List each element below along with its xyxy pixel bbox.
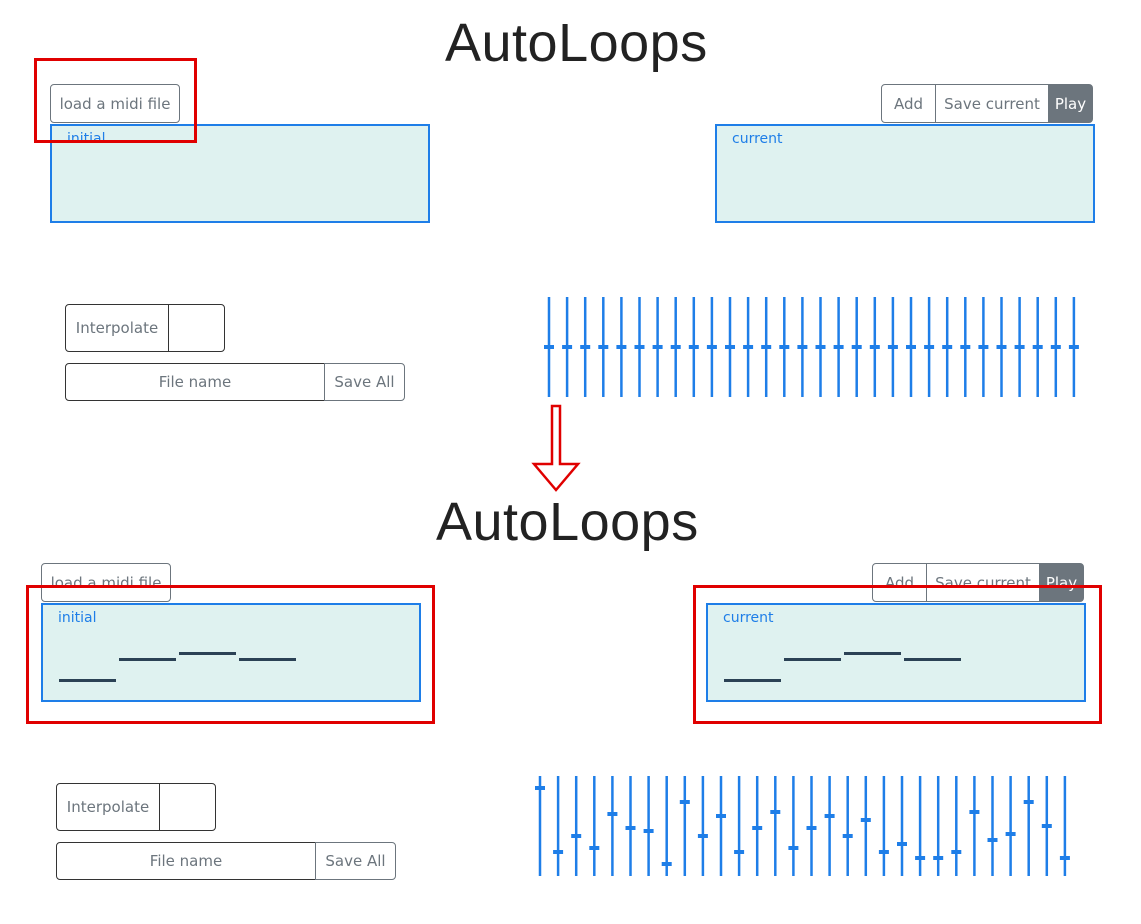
slider-thumb[interactable] bbox=[679, 800, 690, 804]
play-button[interactable]: Play bbox=[1048, 84, 1093, 123]
note-bar bbox=[179, 652, 236, 655]
slider-thumb[interactable] bbox=[670, 345, 681, 349]
note-bar bbox=[724, 679, 781, 682]
current-box-after: current bbox=[706, 603, 1086, 702]
slider-thumb[interactable] bbox=[960, 345, 971, 349]
slider-thumb[interactable] bbox=[951, 850, 962, 854]
slider-thumb[interactable] bbox=[752, 826, 763, 830]
note-bar bbox=[59, 679, 116, 682]
slider-thumb[interactable] bbox=[878, 850, 889, 854]
slider-thumb[interactable] bbox=[824, 814, 835, 818]
slider-thumb[interactable] bbox=[743, 345, 754, 349]
slider-thumb[interactable] bbox=[1050, 345, 1061, 349]
highlight-current-box bbox=[693, 585, 1102, 724]
save-all-button-after[interactable]: Save All bbox=[315, 842, 396, 880]
slider-thumb[interactable] bbox=[634, 345, 645, 349]
current-box: current bbox=[715, 124, 1095, 223]
slider-thumb[interactable] bbox=[697, 834, 708, 838]
slider-thumb[interactable] bbox=[725, 345, 735, 349]
highlight-initial-box bbox=[26, 585, 435, 724]
slider-thumb[interactable] bbox=[797, 345, 808, 349]
slider-thumb[interactable] bbox=[906, 345, 916, 349]
slider-thumb[interactable] bbox=[616, 345, 627, 349]
file-name-input[interactable]: File name bbox=[65, 363, 325, 401]
slider-thumb[interactable] bbox=[1041, 824, 1052, 828]
interpolate-label: Interpolate bbox=[66, 305, 169, 351]
slider-thumb[interactable] bbox=[1014, 345, 1025, 349]
slider-thumb[interactable] bbox=[625, 826, 636, 830]
slider-thumb[interactable] bbox=[969, 810, 980, 814]
slider-thumb[interactable] bbox=[1059, 856, 1070, 860]
slider-thumb[interactable] bbox=[544, 345, 554, 349]
app-title: AutoLoops bbox=[445, 13, 708, 73]
current-label-after: current bbox=[723, 610, 774, 626]
slider-thumb[interactable] bbox=[978, 345, 989, 349]
slider-thumb[interactable] bbox=[652, 345, 663, 349]
slider-thumb[interactable] bbox=[915, 856, 926, 860]
add-button[interactable]: Add bbox=[881, 84, 936, 123]
save-all-button[interactable]: Save All bbox=[324, 363, 405, 401]
slider-thumb[interactable] bbox=[788, 846, 799, 850]
highlight-load-button bbox=[34, 58, 197, 143]
slider-thumb[interactable] bbox=[706, 345, 717, 349]
slider-thumb[interactable] bbox=[571, 834, 582, 838]
slider-thumb[interactable] bbox=[887, 345, 898, 349]
file-name-input-after[interactable]: File name bbox=[56, 842, 316, 880]
slider-thumb[interactable] bbox=[716, 814, 726, 818]
slider-thumb[interactable] bbox=[851, 345, 862, 349]
slider-thumb[interactable] bbox=[1005, 832, 1016, 836]
slider-thumb[interactable] bbox=[1023, 800, 1034, 804]
slider-thumb[interactable] bbox=[942, 345, 953, 349]
slider-thumb[interactable] bbox=[535, 786, 545, 790]
save-current-button[interactable]: Save current bbox=[935, 84, 1049, 123]
slider-thumb[interactable] bbox=[815, 345, 826, 349]
slider-thumb[interactable] bbox=[553, 850, 564, 854]
slider-thumb[interactable] bbox=[607, 812, 618, 816]
initial-label: initial bbox=[67, 131, 106, 147]
current-label: current bbox=[732, 131, 783, 147]
note-bar bbox=[784, 658, 841, 661]
slider-thumb[interactable] bbox=[806, 826, 817, 830]
slider-thumb[interactable] bbox=[589, 846, 600, 850]
slider-thumb[interactable] bbox=[860, 818, 871, 822]
slider-thumb[interactable] bbox=[933, 856, 944, 860]
slider-thumb[interactable] bbox=[869, 345, 880, 349]
app-title-after: AutoLoops bbox=[436, 492, 699, 552]
latent-sliders-after[interactable] bbox=[531, 773, 1076, 879]
slider-thumb[interactable] bbox=[1032, 345, 1043, 349]
initial-label-after: initial bbox=[58, 610, 97, 626]
down-arrow-icon bbox=[531, 404, 581, 492]
note-bar bbox=[844, 652, 901, 655]
load-midi-button[interactable]: load a midi file bbox=[50, 84, 180, 123]
slider-thumb[interactable] bbox=[996, 345, 1007, 349]
slider-thumb[interactable] bbox=[562, 345, 573, 349]
note-bar bbox=[119, 658, 176, 661]
slider-thumb[interactable] bbox=[734, 850, 745, 854]
slider-thumb[interactable] bbox=[842, 834, 853, 838]
initial-box-after: initial bbox=[41, 603, 421, 702]
note-bar bbox=[904, 658, 961, 661]
slider-thumb[interactable] bbox=[833, 345, 844, 349]
slider-thumb[interactable] bbox=[897, 842, 907, 846]
slider-thumb[interactable] bbox=[1068, 345, 1079, 349]
slider-thumb[interactable] bbox=[661, 862, 672, 866]
slider-thumb[interactable] bbox=[688, 345, 699, 349]
interpolate-label-after: Interpolate bbox=[57, 784, 160, 830]
interpolate-input-after[interactable] bbox=[160, 784, 215, 830]
slider-thumb[interactable] bbox=[761, 345, 772, 349]
slider-thumb[interactable] bbox=[770, 810, 781, 814]
slider-thumb[interactable] bbox=[580, 345, 591, 349]
slider-thumb[interactable] bbox=[987, 838, 998, 842]
slider-thumb[interactable] bbox=[643, 829, 654, 833]
slider-thumb[interactable] bbox=[779, 345, 790, 349]
interpolate-control-after[interactable]: Interpolate bbox=[56, 783, 216, 831]
slider-thumb[interactable] bbox=[598, 345, 609, 349]
slider-thumb[interactable] bbox=[924, 345, 935, 349]
interpolate-input[interactable] bbox=[169, 305, 224, 351]
note-bar bbox=[239, 658, 296, 661]
interpolate-control[interactable]: Interpolate bbox=[65, 304, 225, 352]
latent-sliders[interactable] bbox=[540, 294, 1085, 400]
